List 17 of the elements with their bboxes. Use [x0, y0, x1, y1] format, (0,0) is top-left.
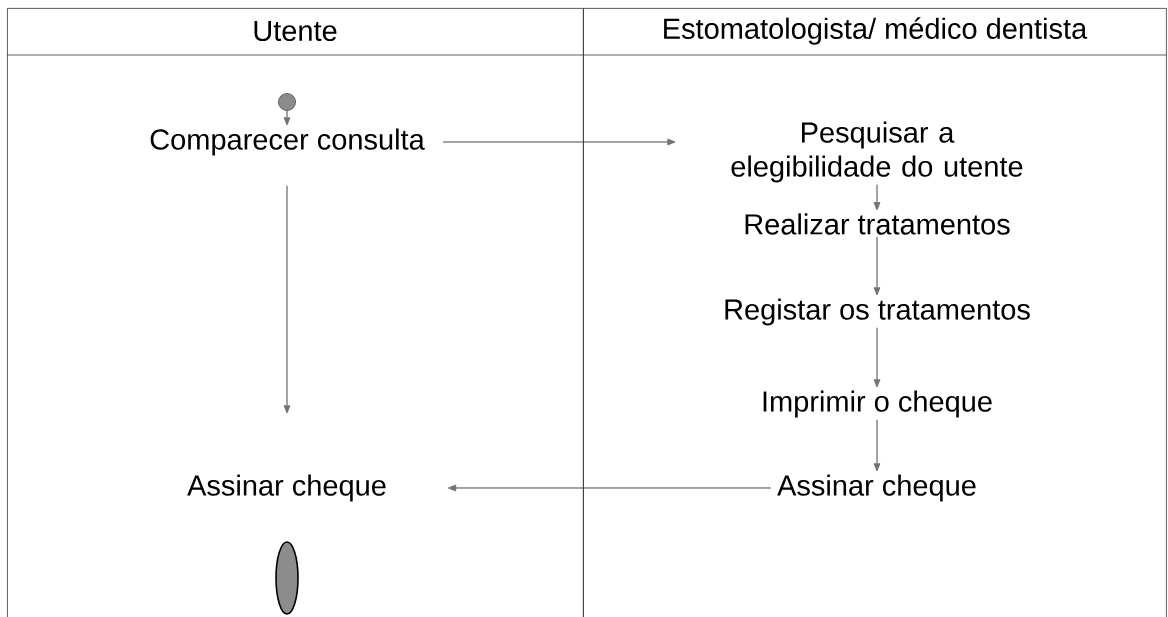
start-node: [278, 93, 296, 111]
activity-text: Imprimir o cheque: [763, 390, 992, 418]
end-node: [275, 541, 299, 615]
activity-text: Pesquisar a elegibilidade do utente: [731, 121, 1023, 183]
activity-text: Assinar cheque: [777, 474, 976, 502]
activity-text: Assinar cheque: [187, 474, 386, 502]
activity-text: Comparecer consulta: [150, 128, 425, 156]
arrow: [283, 110, 291, 126]
arrow: [873, 419, 881, 472]
arrow: [442, 138, 676, 146]
arrow: [873, 236, 881, 296]
arrow: [873, 327, 881, 388]
activity-text: Registar os tratamentos: [725, 298, 1030, 326]
arrow: [283, 185, 291, 414]
activity-text: Realizar tratamentos: [745, 213, 1010, 235]
arrow: [447, 484, 772, 492]
arrow: [873, 184, 881, 211]
